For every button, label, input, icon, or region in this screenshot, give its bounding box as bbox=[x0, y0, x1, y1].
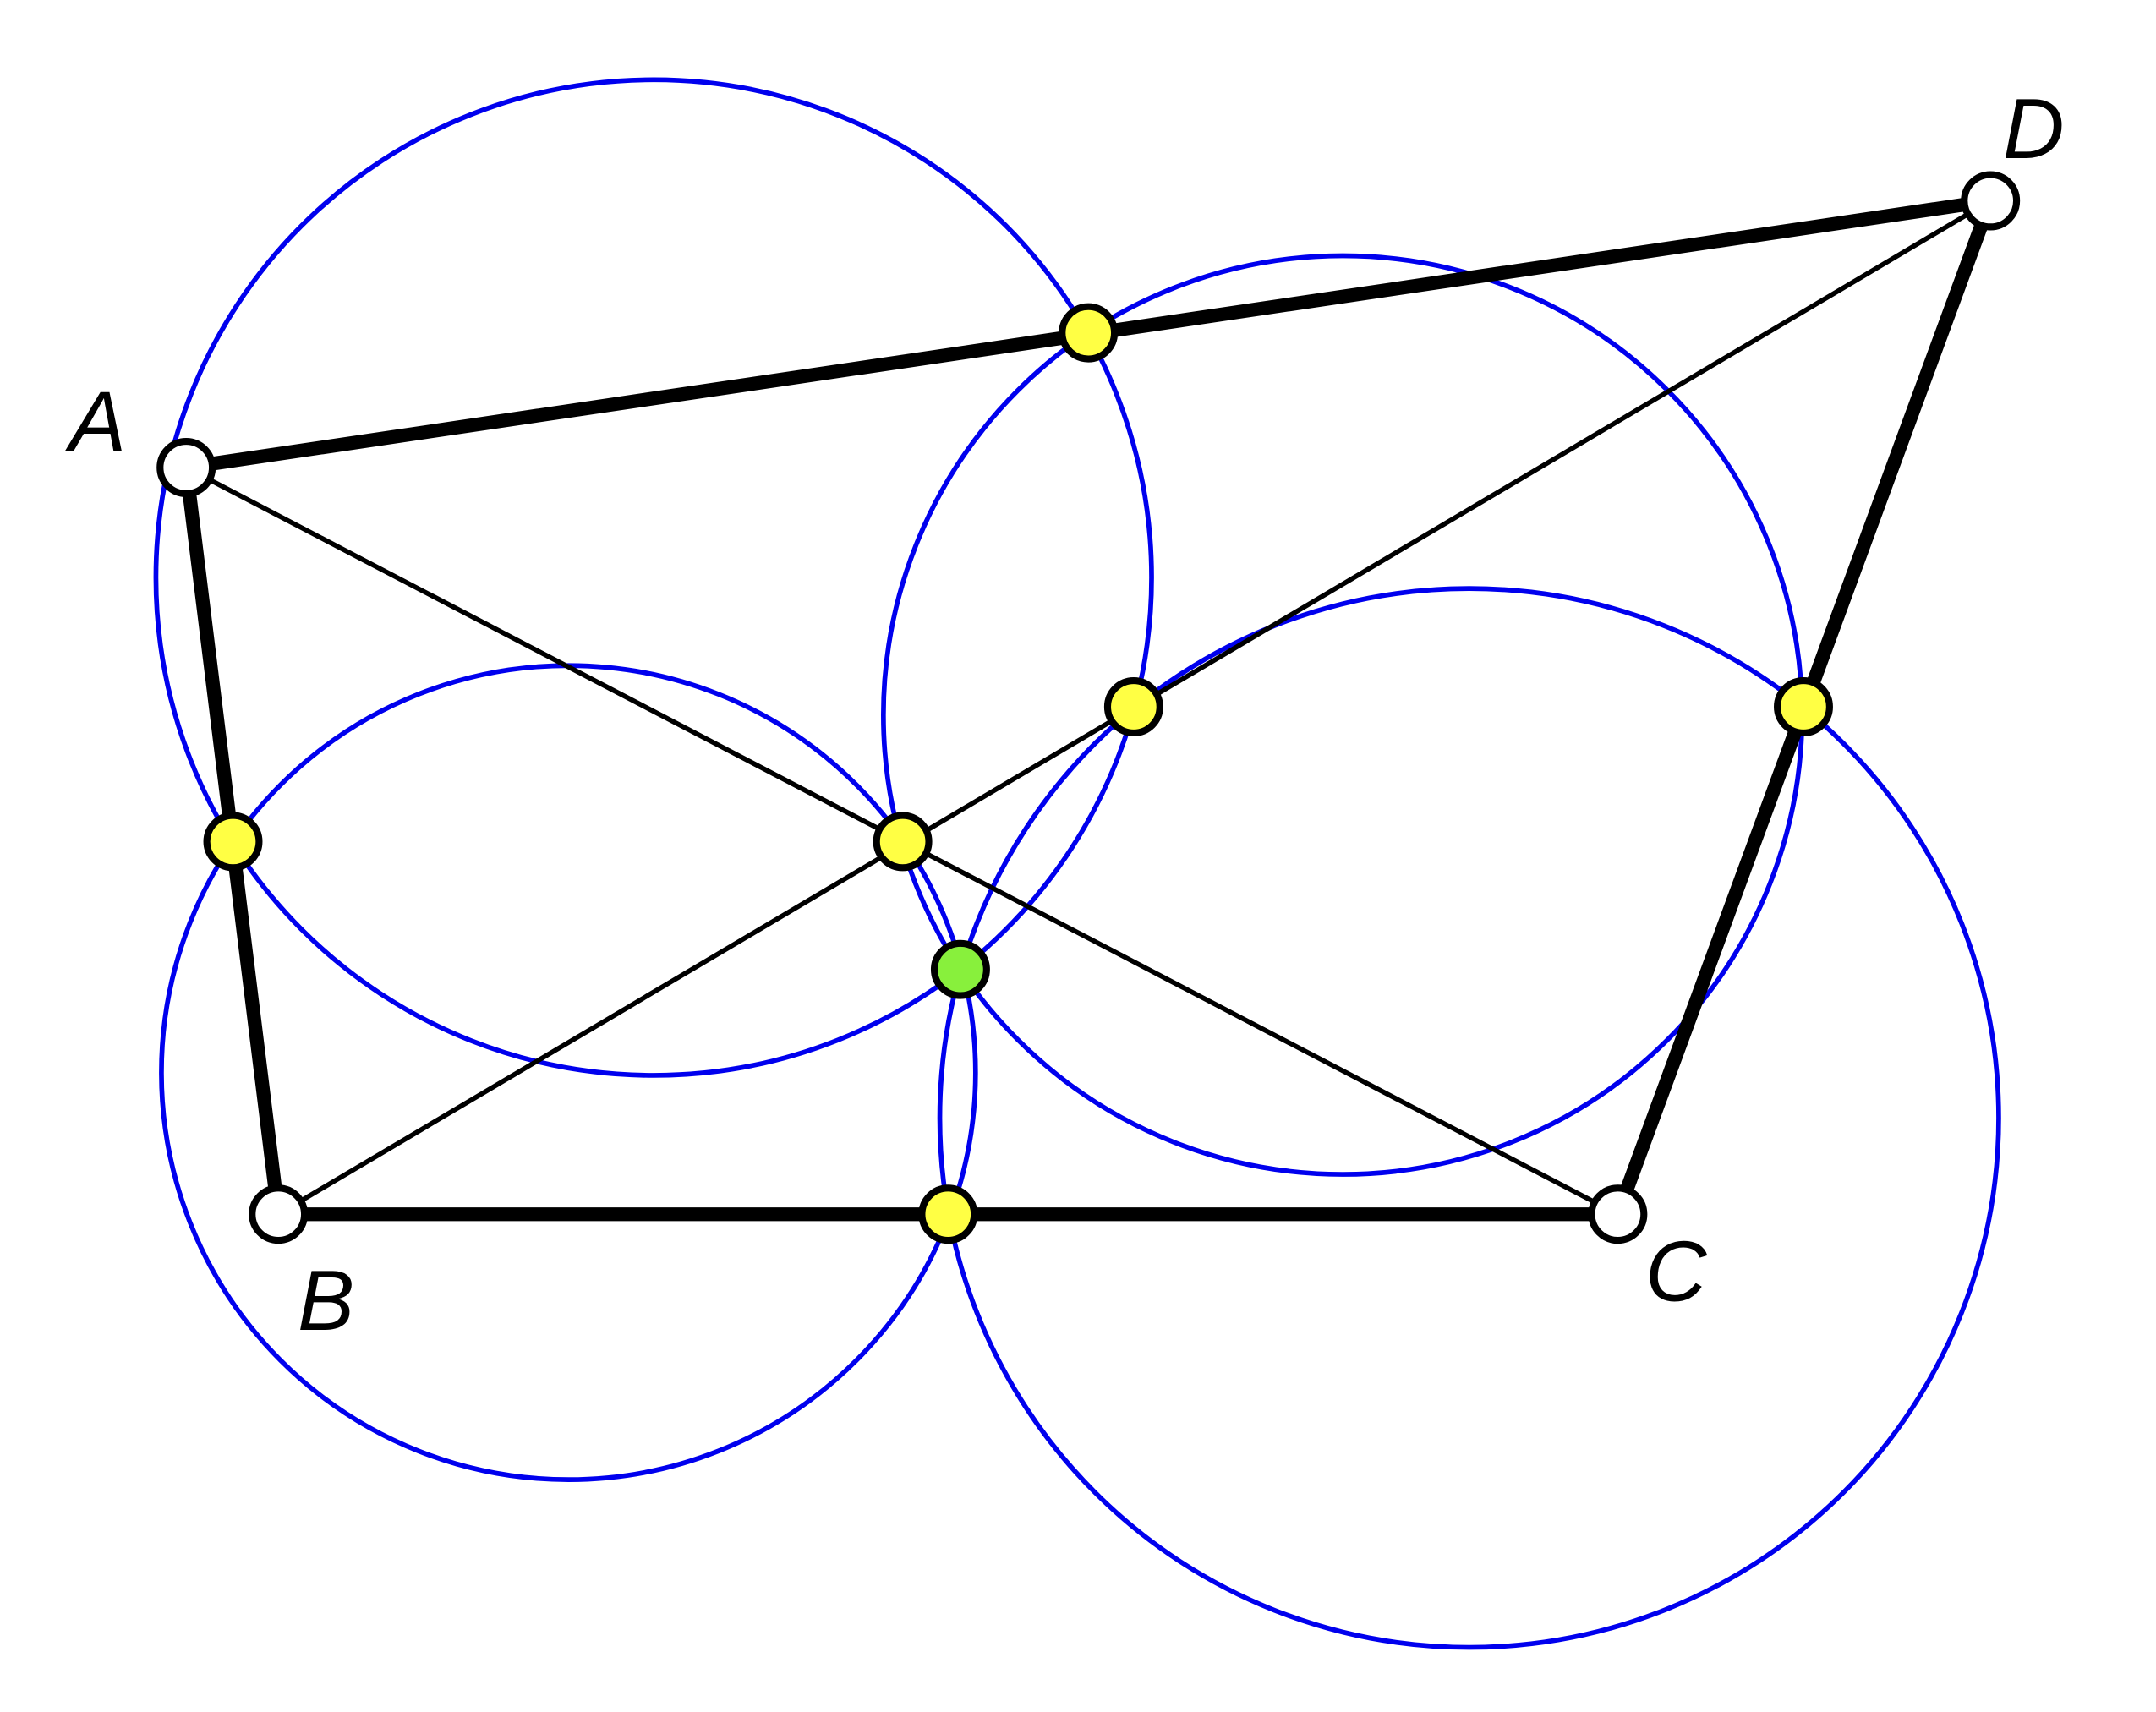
vertex-B[interactable] bbox=[249, 1184, 309, 1244]
label-D: D bbox=[2003, 82, 2065, 177]
point-diagonal-intersection[interactable] bbox=[873, 812, 933, 872]
constructed-points bbox=[203, 303, 1833, 1244]
label-A: A bbox=[65, 375, 126, 469]
circle-4 bbox=[937, 586, 2001, 1650]
vertex-D[interactable] bbox=[1961, 171, 2021, 231]
circle-3 bbox=[159, 663, 978, 1482]
vertex-A[interactable] bbox=[156, 438, 216, 497]
point-on-AD[interactable] bbox=[1059, 303, 1119, 363]
circles bbox=[153, 77, 2001, 1650]
circle-1 bbox=[153, 77, 1154, 1078]
common-point[interactable] bbox=[930, 939, 990, 999]
vertices bbox=[156, 171, 2021, 1244]
label-C: C bbox=[1645, 1225, 1708, 1320]
point-on-AB[interactable] bbox=[203, 812, 263, 872]
point-on-CD[interactable] bbox=[1774, 677, 1833, 736]
point-on-BC[interactable] bbox=[918, 1184, 978, 1244]
label-B: B bbox=[298, 1254, 354, 1348]
point-on-BD[interactable] bbox=[1103, 677, 1163, 736]
vertex-C[interactable] bbox=[1588, 1184, 1648, 1244]
